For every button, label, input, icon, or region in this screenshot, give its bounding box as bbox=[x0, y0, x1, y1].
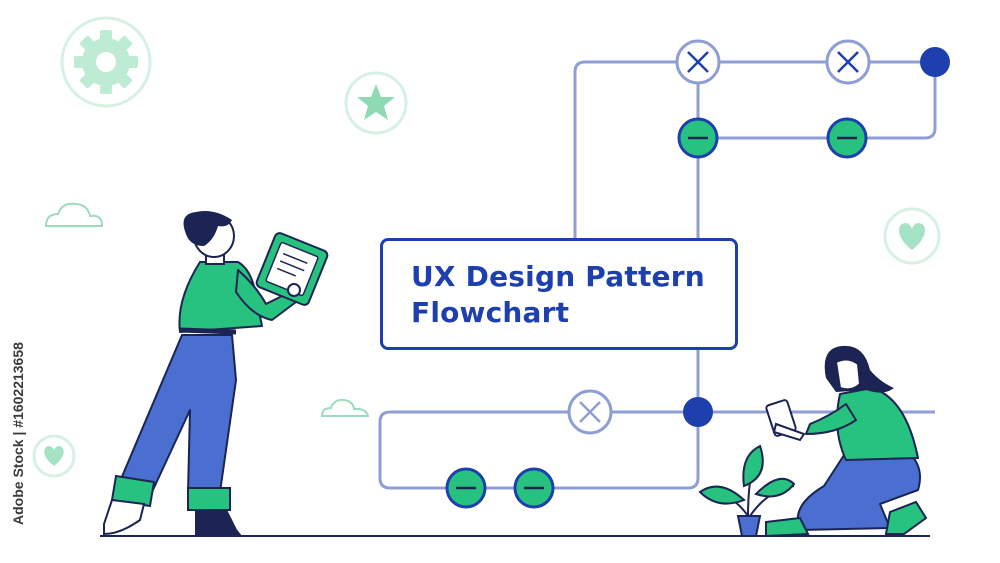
title-line-2: Flowchart bbox=[411, 296, 570, 329]
cloud-icon bbox=[44, 202, 104, 227]
close-node-icon bbox=[675, 39, 721, 85]
heart-icon bbox=[883, 207, 941, 265]
minus-node-icon bbox=[513, 467, 555, 509]
minus-node-icon bbox=[826, 117, 868, 159]
close-node-icon bbox=[825, 39, 871, 85]
end-node bbox=[920, 47, 950, 77]
close-node-icon bbox=[567, 389, 613, 435]
heart-icon bbox=[32, 434, 76, 478]
man-with-clipboard-figure bbox=[103, 211, 329, 536]
stock-watermark: Adobe Stock | #1602213658 bbox=[4, 320, 32, 525]
clipboard-icon bbox=[255, 232, 329, 306]
minus-node-icon bbox=[677, 117, 719, 159]
star-icon bbox=[344, 71, 408, 135]
junction-node bbox=[683, 397, 713, 427]
gear-icon bbox=[60, 16, 152, 108]
woman-with-phone-figure bbox=[765, 345, 928, 538]
watermark-text: Adobe Stock | #1602213658 bbox=[10, 342, 26, 525]
cloud-icon bbox=[320, 398, 370, 417]
plant-icon bbox=[698, 444, 796, 537]
title-line-1: UX Design Pattern bbox=[411, 260, 705, 293]
minus-node-icon bbox=[445, 467, 487, 509]
title-card: UX Design Pattern Flowchart bbox=[380, 238, 738, 350]
